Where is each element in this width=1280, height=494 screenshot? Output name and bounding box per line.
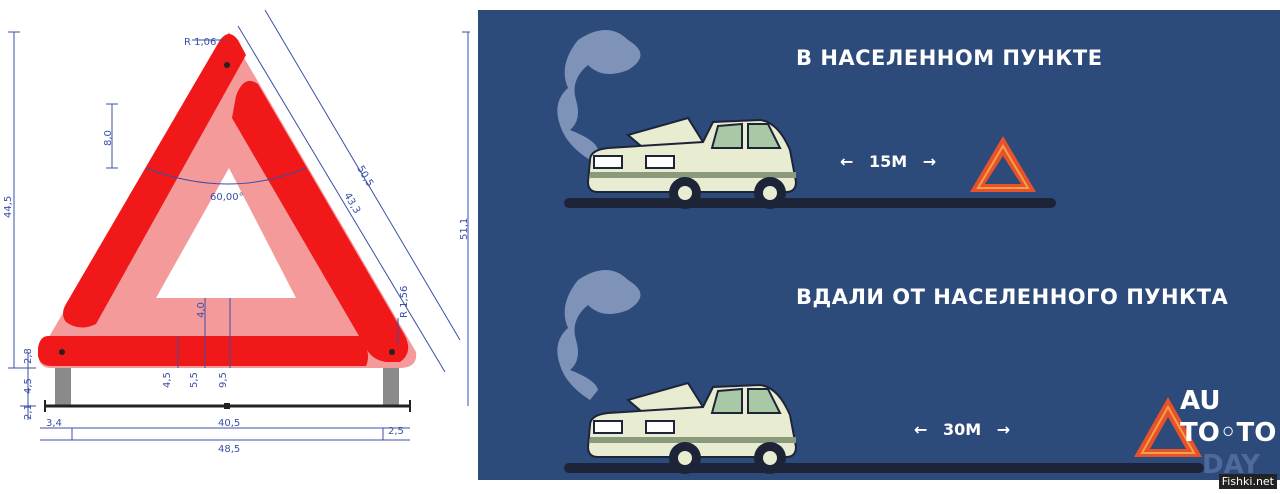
warning-triangle-icon (970, 136, 1036, 192)
left-reflector (63, 34, 246, 328)
dim-left-2-8: 2,8 (23, 348, 34, 364)
road (564, 463, 1204, 473)
dimension-labels: R 1,06 8,0 44,5 60,00° 50,5 43,3 51,1 R … (3, 37, 470, 455)
dim-width-2-5: 2,5 (388, 426, 404, 437)
car-icon (586, 381, 798, 474)
triangle-hole (156, 168, 296, 298)
technical-drawing: R 1,06 8,0 44,5 60,00° 50,5 43,3 51,1 R … (0, 0, 474, 490)
triangle-drawing: R 1,06 8,0 44,5 60,00° 50,5 43,3 51,1 R … (3, 9, 474, 455)
arrow-left-icon: ← (914, 420, 928, 439)
warning-triangle-icon (1134, 397, 1202, 457)
scene1-graphic (557, 30, 1056, 209)
placement-infographic: В НАСЕЛЕННОМ ПУНКТЕ ← 15М → (478, 10, 1280, 480)
arrow-right-icon: → (996, 420, 1011, 439)
dim-width-48-5: 48,5 (218, 444, 240, 455)
scene2-graphic (557, 270, 1204, 474)
smoke-icon (557, 30, 641, 160)
dim-width-40-5: 40,5 (218, 418, 240, 429)
arrow-left-icon: ← (840, 152, 854, 171)
left-leg (55, 368, 71, 406)
scene2-heading: ВДАЛИ ОТ НАСЕЛЕННОГО ПУНКТА (796, 285, 1229, 309)
dim-r-top: R 1,06 (184, 37, 216, 48)
dim-r-corner: R 1,56 (399, 286, 410, 318)
dim-base-4-5: 4,5 (162, 372, 173, 388)
dim-left-2-1: 2,1 (23, 404, 34, 420)
scene1-heading: В НАСЕЛЕННОМ ПУНКТЕ (796, 46, 1103, 70)
arrow-right-icon: → (922, 152, 937, 171)
credit-label: Fishki.net (1218, 474, 1277, 489)
smoke-icon (557, 270, 641, 400)
dim-base-9-5: 9,5 (218, 372, 229, 388)
dim-width-3-4: 3,4 (46, 418, 62, 429)
distance-label: 15М (868, 152, 908, 171)
dim-outer-side: 50,5 (354, 164, 375, 189)
car-icon (586, 116, 798, 209)
dim-left-4-5: 4,5 (23, 378, 34, 394)
right-leg (383, 368, 399, 406)
right-reflector (232, 80, 409, 362)
dim-height-right: 51,1 (459, 218, 470, 240)
bottom-reflector (38, 336, 368, 366)
dim-base-5-5: 5,5 (189, 372, 200, 388)
dim-inner-height: 8,0 (103, 130, 114, 146)
dimension-lines (8, 9, 474, 441)
dim-base-4-0: 4,0 (196, 302, 207, 318)
distance-label: 30М (942, 420, 982, 439)
road (564, 198, 1056, 208)
scene1-distance: ← 15М → (840, 152, 936, 171)
dim-height-left: 44,5 (3, 196, 14, 218)
dim-angle: 60,00° (210, 192, 244, 203)
scene2-distance: ← 30М → (914, 420, 1010, 439)
